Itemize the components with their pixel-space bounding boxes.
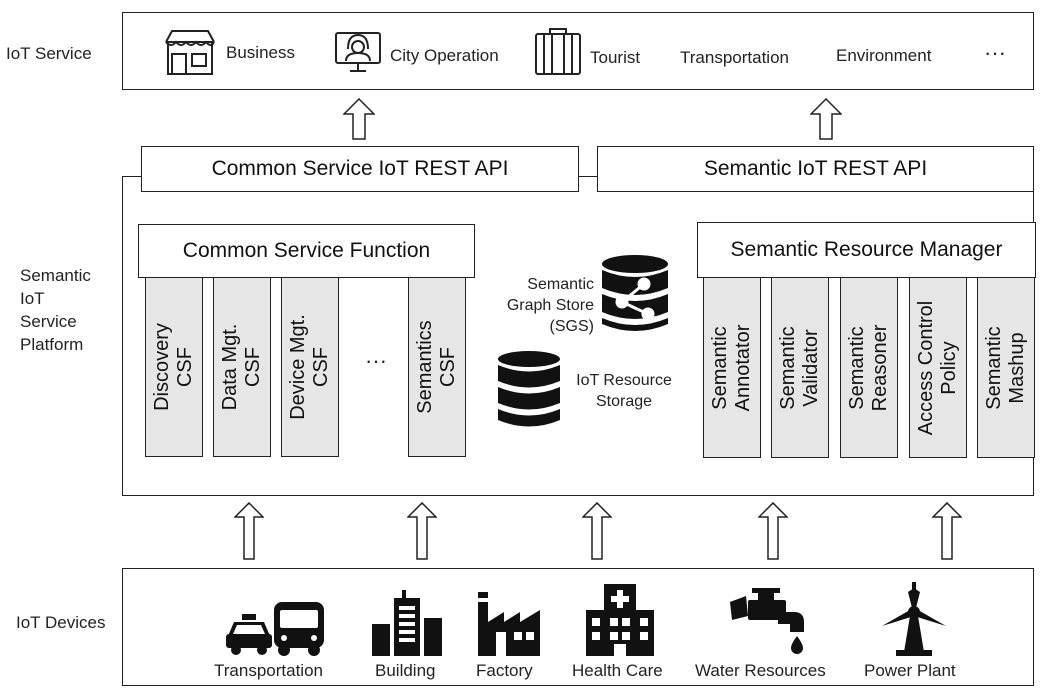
- up-arrow-semantic-api: [810, 98, 842, 140]
- service-environment: Environment: [836, 46, 932, 65]
- luggage-icon: [535, 28, 581, 75]
- up-arrow-device-3: [582, 502, 612, 560]
- store-icon: [165, 30, 215, 75]
- csf-ellipsis: ···: [365, 348, 387, 373]
- device-water-resources: Water Resources: [695, 661, 826, 680]
- bus-icon: [274, 602, 324, 656]
- device-power-plant: Power Plant: [864, 661, 956, 680]
- taxi-icon: [226, 614, 272, 655]
- csf-column-device-mgt: Device Mgt.CSF: [281, 277, 339, 457]
- service-tourist: Tourist: [590, 48, 641, 67]
- layer-label-platform: Semantic IoT Service Platform: [20, 266, 91, 354]
- device-building: Building: [375, 661, 436, 680]
- common-service-function-header: Common Service Function: [138, 224, 475, 278]
- building-icon: [372, 590, 442, 656]
- iot-resource-storage-label: IoT Resource Storage: [576, 372, 672, 410]
- up-arrow-device-2: [407, 502, 437, 560]
- service-transportation: Transportation: [680, 48, 789, 67]
- device-factory: Factory: [476, 661, 533, 680]
- semantic-rest-api: Semantic IoT REST API: [597, 146, 1034, 192]
- up-arrow-device-1: [234, 502, 264, 560]
- hospital-icon: [586, 584, 654, 656]
- device-health-care: Health Care: [572, 661, 663, 680]
- layer-label-iot-devices: IoT Devices: [16, 613, 106, 632]
- up-arrow-common-api: [343, 98, 375, 140]
- semantic-resource-manager-header: Semantic Resource Manager: [697, 222, 1036, 278]
- sgs-label: Semantic Graph Store (SGS): [506, 276, 594, 335]
- csf-column-data-mgt: Data Mgt.CSF: [213, 277, 271, 457]
- device-transportation: Transportation: [214, 661, 323, 680]
- common-service-rest-api: Common Service IoT REST API: [141, 146, 579, 192]
- database-icon: [498, 351, 560, 427]
- up-arrow-device-5: [932, 502, 962, 560]
- iot-service-layer: [122, 12, 1034, 90]
- iot-devices-layer: [122, 568, 1034, 686]
- layer-label-iot-service: IoT Service: [6, 44, 92, 63]
- service-city-operation: City Operation: [390, 46, 499, 65]
- service-more: ···: [984, 40, 1006, 65]
- wind-turbine-icon: [882, 582, 946, 656]
- support-agent-icon: [335, 32, 381, 72]
- faucet-icon: [730, 588, 804, 654]
- database-graph-icon: [602, 255, 668, 331]
- factory-icon: [478, 592, 540, 656]
- up-arrow-device-4: [758, 502, 788, 560]
- service-business: Business: [226, 43, 295, 62]
